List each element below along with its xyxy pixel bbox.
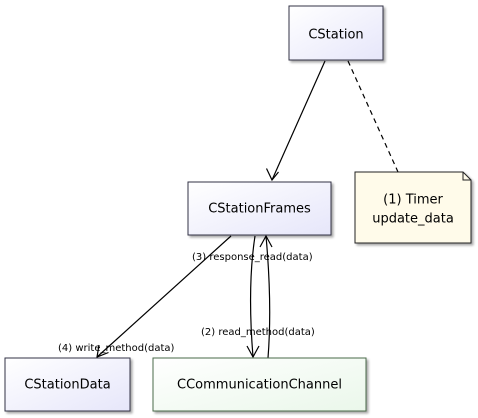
edge-write-method [96, 235, 232, 358]
node-cstation: CStation [288, 5, 384, 61]
node-cstation-label: CStation [308, 28, 363, 43]
arrowhead-ccommunicationchannel [246, 345, 260, 359]
edge-label-response-read: (3) response_read(data) [192, 252, 313, 263]
edge-read-method [250, 235, 256, 358]
node-ccommunicationchannel: CCommunicationChannel [152, 357, 367, 412]
edges [96, 60, 399, 359]
node-ccommunicationchannel-label: CCommunicationChannel [177, 378, 342, 393]
note-timer-line1: (1) Timer [383, 193, 443, 208]
arrowhead-cstationframes-bottom [259, 234, 273, 248]
note-timer-line2: update_data [372, 212, 454, 227]
node-cstationdata-label: CStationData [24, 378, 110, 393]
arrowhead-cstationdata [96, 344, 109, 358]
arrowhead-cstationframes-top [265, 168, 279, 182]
note-timer: (1) Timer update_data [354, 171, 472, 244]
note-connector [347, 60, 399, 173]
edge-label-read-method: (2) read_method(data) [201, 327, 315, 338]
node-cstationframes: CStationFrames [187, 181, 332, 236]
node-cstationdata: CStationData [4, 357, 131, 412]
edge-response-read [265, 235, 271, 359]
node-cstationframes-label: CStationFrames [208, 202, 311, 217]
edge-label-write-method: (4) write_method(data) [58, 343, 175, 354]
edge-cstation-to-cstationframes [271, 60, 326, 181]
